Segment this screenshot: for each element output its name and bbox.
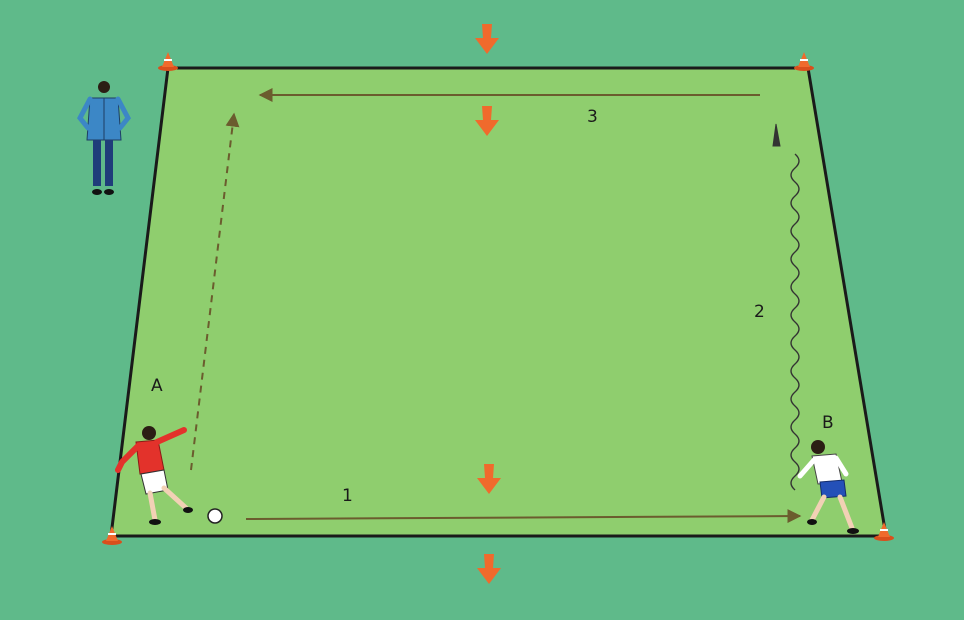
pitch — [111, 68, 886, 536]
label-player-a: A — [151, 376, 163, 396]
label-step-2: 2 — [754, 302, 765, 322]
coach-figure-icon — [80, 81, 128, 195]
corner-cone-icon — [158, 52, 178, 71]
label-step-1: 1 — [342, 486, 353, 506]
label-player-b: B — [822, 413, 834, 433]
soccer-ball-icon — [208, 509, 222, 523]
orange-marker-cone-icon — [475, 24, 499, 54]
label-step-3: 3 — [587, 107, 598, 127]
orange-marker-cone-icon — [477, 554, 501, 584]
corner-cone-icon — [794, 52, 814, 71]
